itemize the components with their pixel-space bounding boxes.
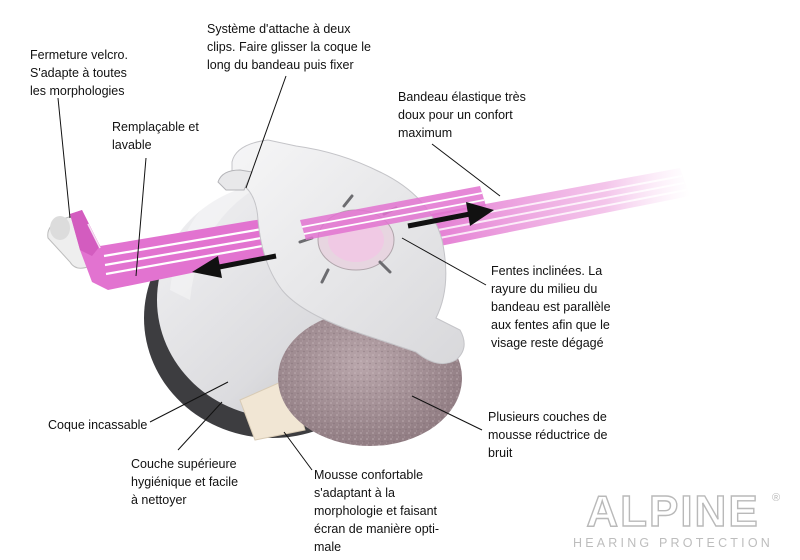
headband-through-slot bbox=[300, 186, 486, 240]
arrow-right bbox=[407, 202, 494, 229]
leader-foam-layers bbox=[411, 395, 483, 431]
arrow-left bbox=[192, 253, 277, 278]
leader-headband bbox=[431, 143, 501, 197]
registered-mark: ® bbox=[772, 492, 781, 504]
leader-comfort-foam bbox=[283, 431, 313, 471]
label-shell: Coque incassable bbox=[48, 418, 148, 432]
leader-replaceable bbox=[135, 157, 147, 277]
leader-slots bbox=[401, 237, 487, 286]
brand-logo: ALPINE bbox=[586, 487, 760, 536]
leader-shell bbox=[149, 381, 229, 423]
brand-tagline: HEARING PROTECTION bbox=[573, 536, 773, 550]
leader-velcro bbox=[57, 97, 71, 219]
leader-clips bbox=[245, 75, 287, 189]
leader-top-layer bbox=[177, 401, 223, 451]
leader-lines bbox=[57, 75, 501, 471]
